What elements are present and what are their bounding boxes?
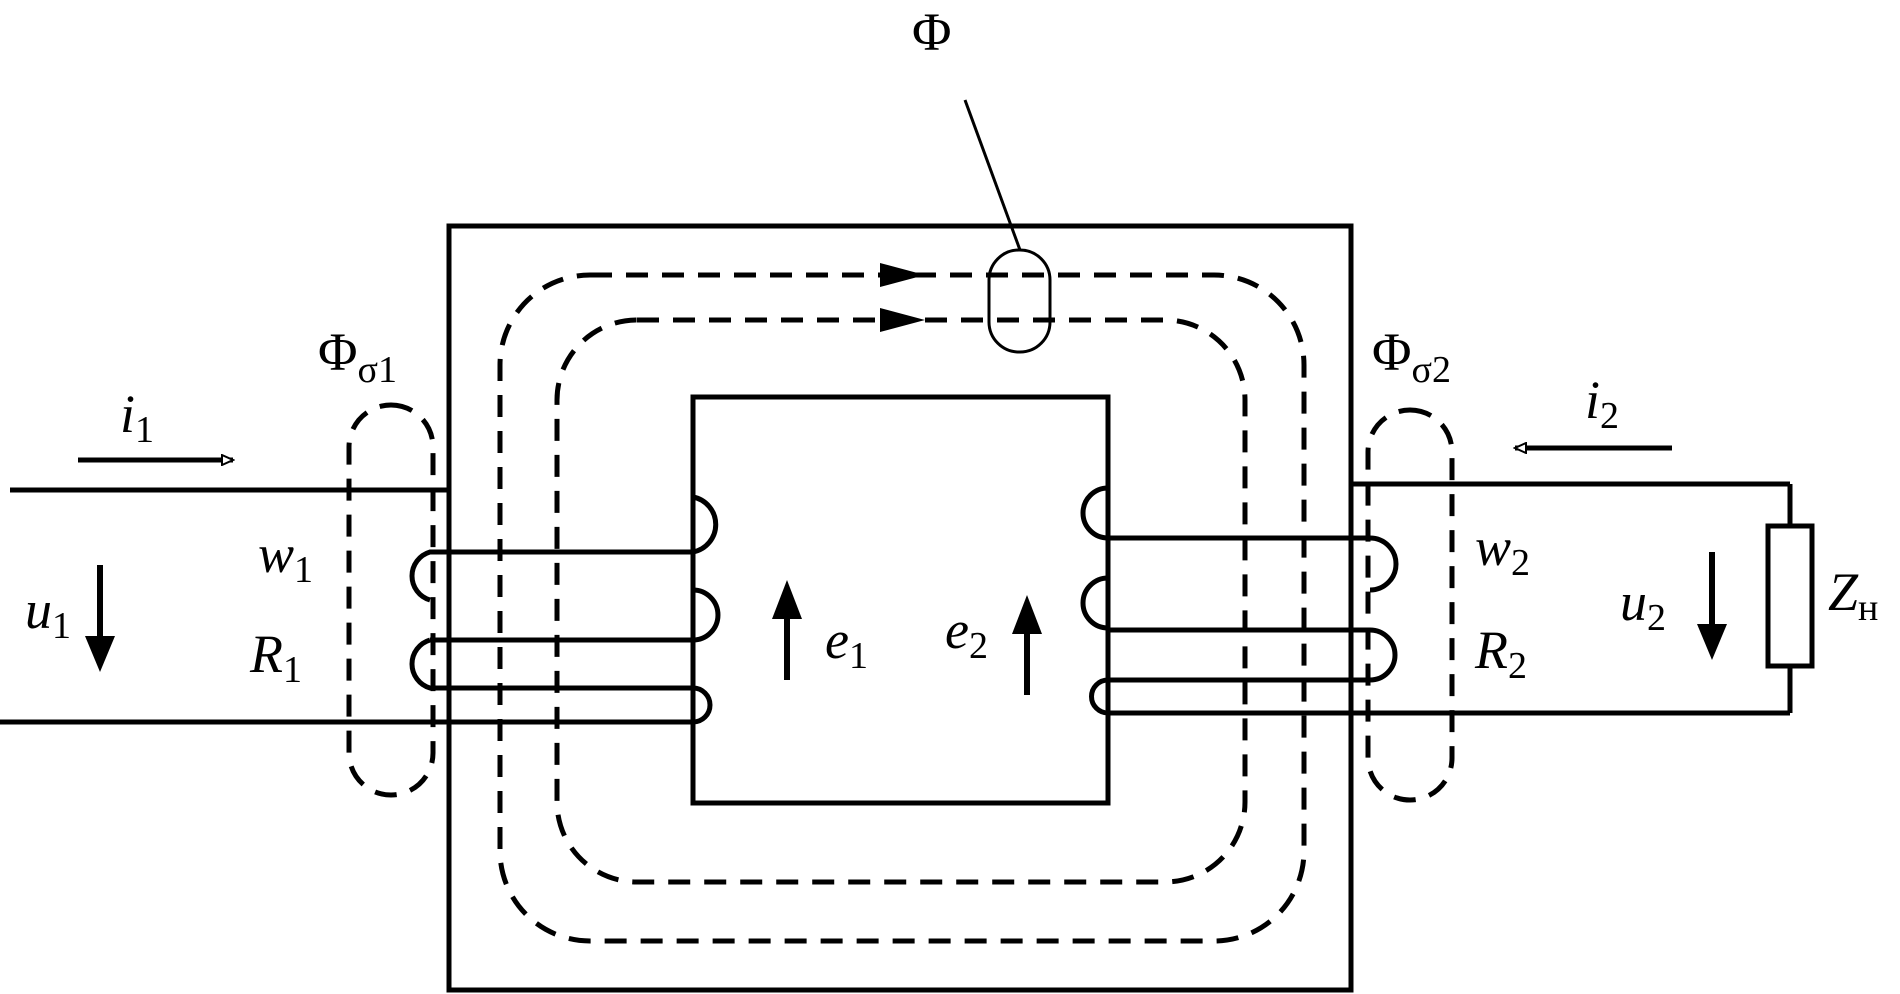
flux-arrow-upper: [880, 263, 925, 287]
u1-label: u1: [25, 580, 71, 647]
primary-winding-outer-loops: [409, 549, 693, 691]
core-window: [690, 394, 1111, 806]
phi-s2-label: Φσ2: [1372, 322, 1451, 391]
i2-label: i2: [1585, 370, 1619, 437]
main-flux-inner-path: [554, 317, 1248, 885]
leakage-flux-1-path: [346, 402, 436, 798]
leakage-flux-2-path: [1365, 407, 1455, 803]
i1-label: i1: [120, 384, 154, 451]
e1-label: e1: [825, 610, 868, 677]
w1-label: w1: [258, 524, 313, 591]
main-flux-outer-path: [497, 272, 1307, 944]
u2-label: u2: [1620, 572, 1666, 639]
flux-arrow-lower: [880, 308, 925, 332]
r1-label: R1: [249, 624, 302, 691]
phi-s1-label: Φσ1: [318, 322, 397, 391]
secondary-winding-outer-loops: [1108, 535, 1399, 683]
secondary-winding-inner-loops: [1080, 485, 1109, 716]
phi-label: Φ: [912, 2, 951, 62]
primary-winding-inner-loops: [692, 494, 721, 725]
e2-arrow-head: [1012, 595, 1042, 634]
e2-label: e2: [945, 600, 988, 667]
u2-arrow-head: [1697, 624, 1727, 660]
w2-label: w2: [1475, 517, 1530, 584]
zn-label: Zн: [1828, 562, 1878, 629]
phi-pointer-line: [963, 99, 1022, 251]
r2-label: R2: [1474, 620, 1527, 687]
core-outer: [446, 223, 1354, 993]
phi-capsule: [987, 248, 1052, 354]
u1-arrow-head: [85, 636, 115, 672]
load-impedance: [1765, 523, 1815, 669]
e1-arrow-head: [772, 580, 802, 619]
